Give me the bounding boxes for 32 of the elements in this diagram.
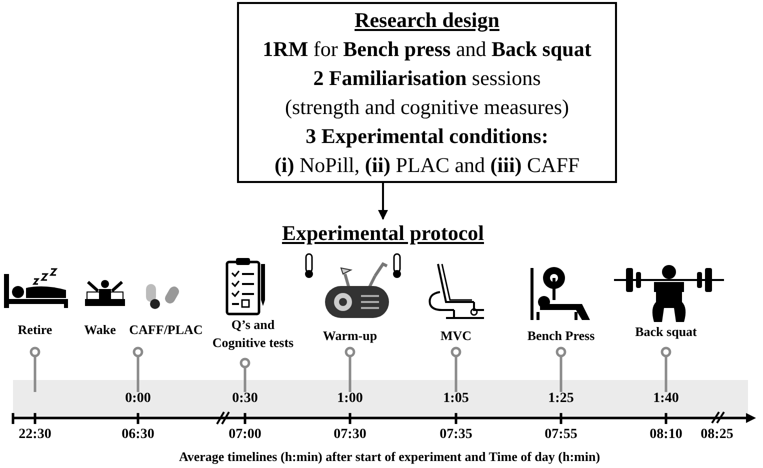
event-label: Retire <box>16 321 54 339</box>
event-label: Bench Press <box>526 327 596 345</box>
design-text: 1RM for Bench press and Back squat <box>262 36 592 62</box>
event-label: Q’s and Cognitive tests <box>211 316 295 352</box>
event-label: CAFF/PLAC <box>128 321 204 339</box>
clock-time-label: 08:10 <box>648 426 684 444</box>
design-text: (i) NoPill, (ii) PLAC and (iii) CAFF <box>274 152 580 178</box>
clock-time-label: 06:30 <box>120 426 156 444</box>
design-text: 2 Familiarisation sessions <box>313 64 541 92</box>
clock-time-label: 08:25 <box>700 426 734 444</box>
event-label: Wake <box>83 321 117 339</box>
section-heading: Experimental protocol <box>282 220 484 248</box>
box-heading: Research design <box>354 6 500 34</box>
clock-time-label: 07:00 <box>228 426 262 444</box>
design-text: (strength and cognitive measures) <box>285 94 569 120</box>
elapsed-time-label: 1:40 <box>652 390 680 408</box>
elapsed-time-label: 1:00 <box>336 390 364 408</box>
elapsed-time-label: 0:30 <box>231 390 259 408</box>
event-label: Warm-up <box>322 327 378 345</box>
axis-caption: Average timelines (h:min) after start of experiment and Time of day (h:min) <box>178 448 602 465</box>
elapsed-time-label: 0:00 <box>124 390 152 408</box>
clock-time-label: 22:30 <box>18 426 52 444</box>
event-label: Back squat <box>634 323 698 341</box>
research-design-box <box>237 2 617 183</box>
event-label: MVC <box>439 327 473 345</box>
clock-time-label: 07:35 <box>438 426 474 444</box>
clock-time-label: 07:55 <box>544 426 578 444</box>
elapsed-time-label: 1:05 <box>442 390 470 408</box>
arrow <box>378 183 388 220</box>
design-text: 3 Experimental conditions: <box>306 122 548 150</box>
clock-time-label: 07:30 <box>332 426 368 444</box>
elapsed-time-label: 1:25 <box>547 390 575 408</box>
